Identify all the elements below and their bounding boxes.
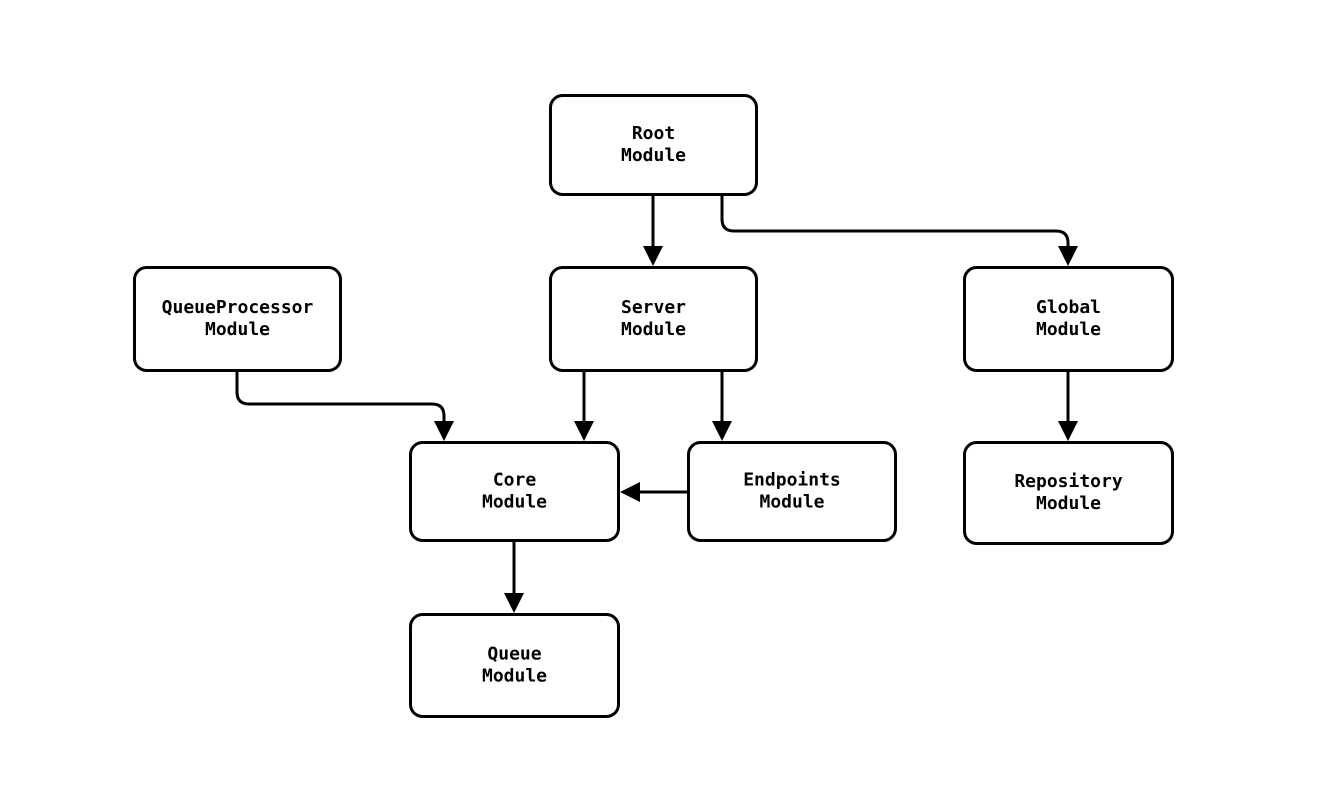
node-box[interactable] — [687, 441, 897, 542]
node-label-line1: Repository — [1014, 471, 1123, 492]
edges-layer — [235, 196, 1078, 613]
node-box[interactable] — [549, 266, 758, 372]
edge-endpoints-to-core — [620, 482, 687, 502]
node-label-line2: Module — [482, 666, 547, 687]
node-label-line2: Module — [205, 319, 270, 340]
arrowhead-icon — [574, 421, 594, 441]
node-label-line2: Module — [1036, 493, 1101, 514]
node-label-line2: Module — [482, 492, 547, 513]
edge-global-to-repository — [1058, 372, 1078, 441]
node-label-line2: Module — [759, 492, 824, 513]
edge-line — [235, 372, 446, 427]
arrowhead-icon — [712, 421, 732, 441]
nodes-layer: RootModuleQueueProcessorModuleServerModu… — [133, 94, 1174, 718]
arrowhead-icon — [434, 421, 454, 441]
node-label-line1: Server — [621, 297, 686, 318]
node-label-line2: Module — [1036, 319, 1101, 340]
edge-line — [720, 196, 1070, 252]
arrowhead-icon — [504, 593, 524, 613]
edge-core-to-queue — [504, 542, 524, 613]
edge-server-to-endpoints — [712, 372, 732, 441]
edge-root-to-server — [643, 196, 663, 266]
node-box[interactable] — [549, 94, 758, 196]
arrowhead-icon — [1058, 246, 1078, 266]
node-label-line2: Module — [621, 145, 686, 166]
node-label-line1: QueueProcessor — [162, 297, 314, 318]
edge-server-to-core — [574, 372, 594, 441]
arrowhead-icon — [620, 482, 640, 502]
node-label-line1: Global — [1036, 297, 1101, 318]
arrowhead-icon — [643, 246, 663, 266]
edge-queueprocessor-to-core — [235, 372, 454, 441]
node-label-line1: Core — [493, 470, 537, 491]
node-label-line1: Root — [632, 123, 675, 144]
node-label-line2: Module — [621, 319, 686, 340]
edge-root-to-global — [720, 196, 1078, 266]
node-label-line1: Endpoints — [743, 470, 841, 491]
node-box[interactable] — [409, 441, 620, 542]
arrowhead-icon — [1058, 421, 1078, 441]
node-box[interactable] — [409, 613, 620, 718]
node-box[interactable] — [133, 266, 342, 372]
node-box[interactable] — [963, 266, 1174, 372]
node-box[interactable] — [963, 441, 1174, 545]
node-label-line1: Queue — [487, 644, 541, 665]
